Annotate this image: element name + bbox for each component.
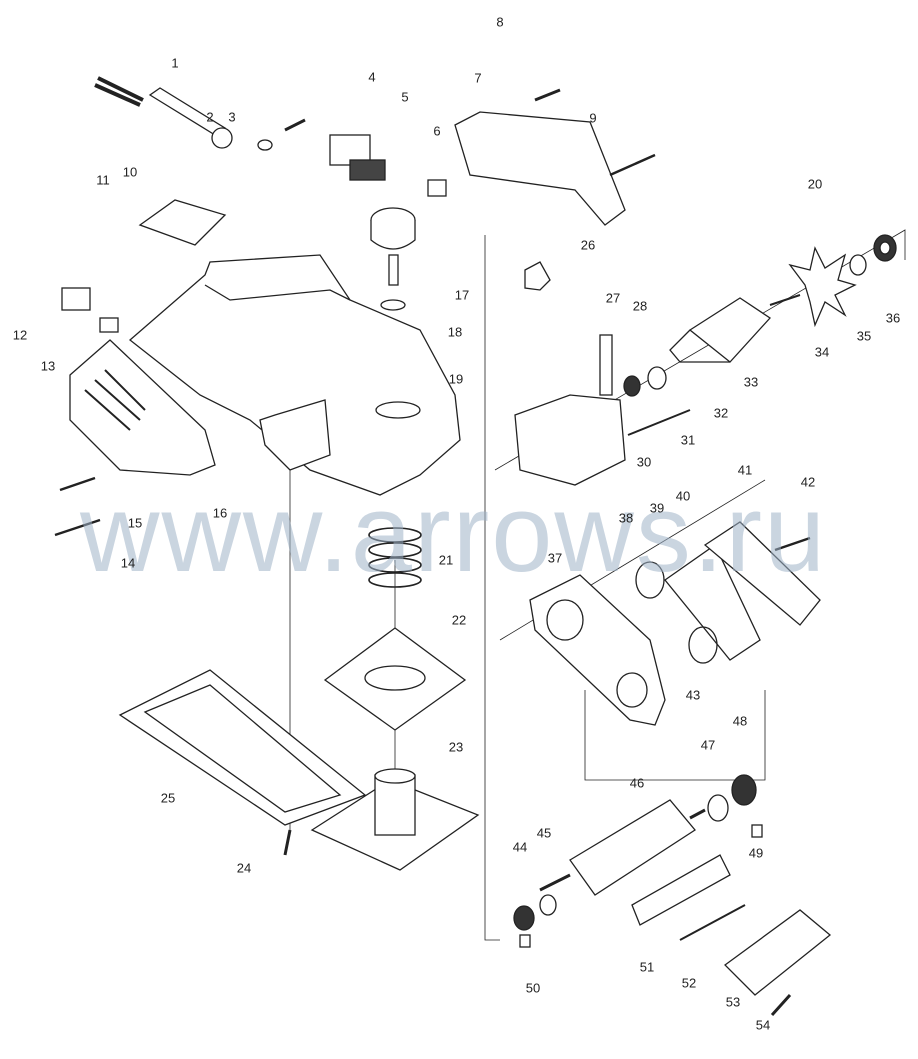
part-label-42: 42 <box>800 474 816 490</box>
part-label-39: 39 <box>649 500 665 516</box>
part-label-45: 45 <box>536 825 552 841</box>
part-label-13: 13 <box>40 358 56 374</box>
part-label-53: 53 <box>725 994 741 1010</box>
part-label-47: 47 <box>700 737 716 753</box>
part-label-48: 48 <box>732 713 748 729</box>
part-label-28: 28 <box>632 298 648 314</box>
part-label-12: 12 <box>12 327 28 343</box>
part-label-38: 38 <box>618 510 634 526</box>
part-label-11: 11 <box>96 172 110 188</box>
part-label-31: 31 <box>680 432 696 448</box>
part-label-24: 24 <box>236 860 252 876</box>
part-label-43: 43 <box>685 687 701 703</box>
part-label-21: 21 <box>438 552 454 568</box>
part-label-19: 19 <box>448 371 464 387</box>
part-label-1: 1 <box>171 55 179 71</box>
part-label-26: 26 <box>580 237 596 253</box>
part-label-25: 25 <box>160 790 176 806</box>
part-label-17: 17 <box>454 287 470 303</box>
part-label-10: 10 <box>122 164 138 180</box>
part-label-22: 22 <box>451 612 467 628</box>
watermark-text: www.arrows.ru <box>80 472 828 595</box>
part-label-16: 16 <box>212 505 228 521</box>
part-label-44: 44 <box>512 839 528 855</box>
part-label-34: 34 <box>814 344 830 360</box>
part-label-4: 4 <box>368 69 376 85</box>
part-label-35: 35 <box>856 328 872 344</box>
part-label-6: 6 <box>433 123 441 139</box>
part-label-7: 7 <box>474 70 482 86</box>
part-label-20: 20 <box>807 176 823 192</box>
part-label-9: 9 <box>589 110 597 126</box>
part-label-51: 51 <box>639 959 655 975</box>
part-label-32: 32 <box>713 405 729 421</box>
part-label-2: 2 <box>206 109 214 125</box>
part-label-49: 49 <box>748 845 764 861</box>
part-label-41: 41 <box>737 462 753 478</box>
part-label-33: 33 <box>743 374 759 390</box>
part-label-54: 54 <box>755 1017 771 1033</box>
part-label-18: 18 <box>447 324 463 340</box>
part-label-36: 36 <box>885 310 901 326</box>
part-label-5: 5 <box>401 89 409 105</box>
part-label-46: 46 <box>629 775 645 791</box>
part-label-23: 23 <box>448 739 464 755</box>
part-label-52: 52 <box>681 975 697 991</box>
part-label-3: 3 <box>228 109 236 125</box>
part-label-37: 37 <box>547 550 563 566</box>
part-label-8: 8 <box>496 14 504 30</box>
part-label-14: 14 <box>120 555 136 571</box>
part-label-15: 15 <box>127 515 143 531</box>
part-label-30: 30 <box>636 454 652 470</box>
part-label-50: 50 <box>525 980 541 996</box>
part-label-40: 40 <box>675 488 691 504</box>
part-label-27: 27 <box>605 290 621 306</box>
